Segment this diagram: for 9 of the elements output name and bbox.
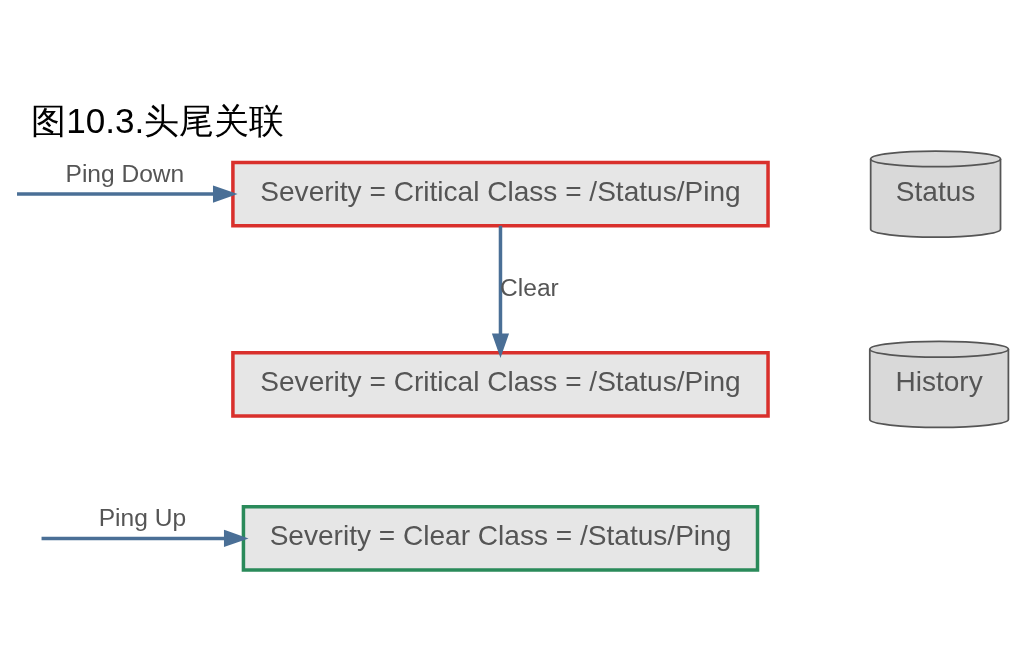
- edge-label: Ping Up: [98, 504, 187, 532]
- diagram-title: 图10.3.头尾关联: [31, 101, 285, 141]
- arrow: [17, 185, 238, 203]
- node-box: Severity = Critical Class = /Status/Ping: [231, 160, 770, 228]
- edge-label: Ping Down: [65, 160, 185, 188]
- arrow: [41, 529, 249, 547]
- node-box: Severity = Clear Class = /Status/Ping: [241, 505, 760, 572]
- node-box: Severity = Critical Class = /Status/Ping: [231, 351, 770, 418]
- arrow: [491, 225, 510, 359]
